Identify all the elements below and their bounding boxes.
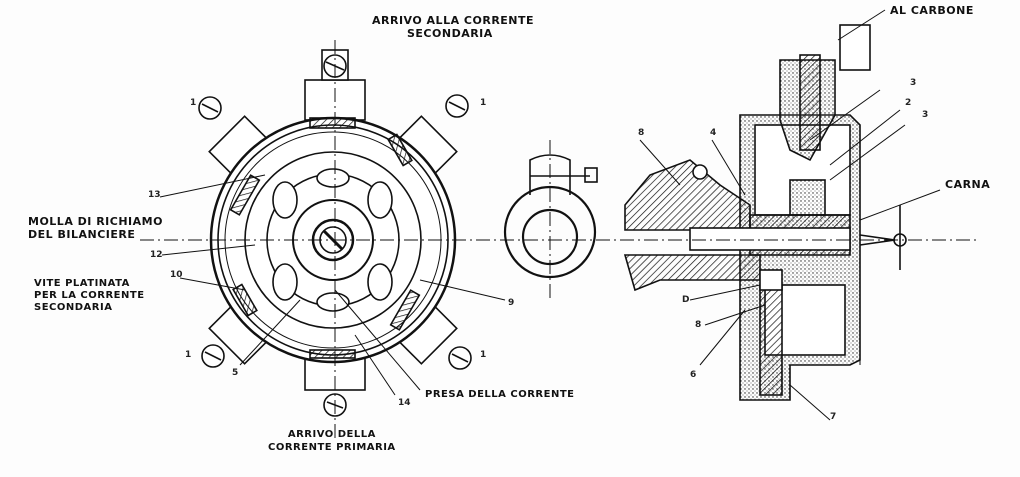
callout-number: 1	[190, 98, 197, 108]
callout-number: 1	[480, 350, 487, 360]
label-line: ARRIVO ALLA CORRENTE	[372, 14, 535, 27]
callout-number: 1	[185, 350, 192, 360]
callout-number: 3	[922, 110, 929, 120]
callout-number: 13	[148, 190, 161, 200]
callout-number: 14	[398, 398, 411, 408]
callout-number: 10	[170, 270, 183, 280]
label-camma: CARNA	[945, 178, 991, 191]
callout-number: 3	[910, 78, 917, 88]
callout-number: 2	[905, 98, 912, 108]
callout-number: 8	[695, 320, 702, 330]
callout-number: 5	[232, 368, 239, 378]
callout-number: 12	[150, 250, 163, 260]
label-line: PER LA CORRENTE	[34, 290, 145, 301]
label-line: SECONDARIA	[407, 27, 493, 40]
section-view	[623, 24, 907, 401]
callout-number: 8	[638, 128, 645, 138]
callout-number: 6	[690, 370, 697, 380]
label-presa: PRESA DELLA CORRENTE	[425, 389, 575, 400]
callout-number: 7	[830, 412, 837, 422]
callout-number: D	[682, 295, 690, 305]
label-line: VITE PLATINATA	[34, 278, 130, 289]
label-line: CORRENTE PRIMARIA	[268, 442, 396, 453]
callout-number: 1	[480, 98, 487, 108]
callout-number: 4	[710, 128, 717, 138]
label-line: SECONDARIA	[34, 302, 113, 313]
callout-number: 9	[508, 298, 515, 308]
clamp-ring	[503, 154, 598, 279]
label-line: MOLLA DI RICHIAMO	[28, 215, 163, 228]
label-arrivo-secondaria: ARRIVO ALLA CORRENTE SECONDARIA	[372, 14, 534, 40]
label-vite: VITE PLATINATA PER LA CORRENTE SECONDARI…	[34, 278, 145, 314]
label-line: DEL BILANCIERE	[28, 228, 136, 241]
label-al-carbone: AL CARBONE	[890, 4, 974, 17]
label-arrivo-primaria: ARRIVO DELLA CORRENTE PRIMARIA	[268, 428, 396, 454]
label-line: ARRIVO DELLA	[287, 429, 376, 440]
label-molla: MOLLA DI RICHIAMO DEL BILANCIERE	[28, 215, 163, 241]
